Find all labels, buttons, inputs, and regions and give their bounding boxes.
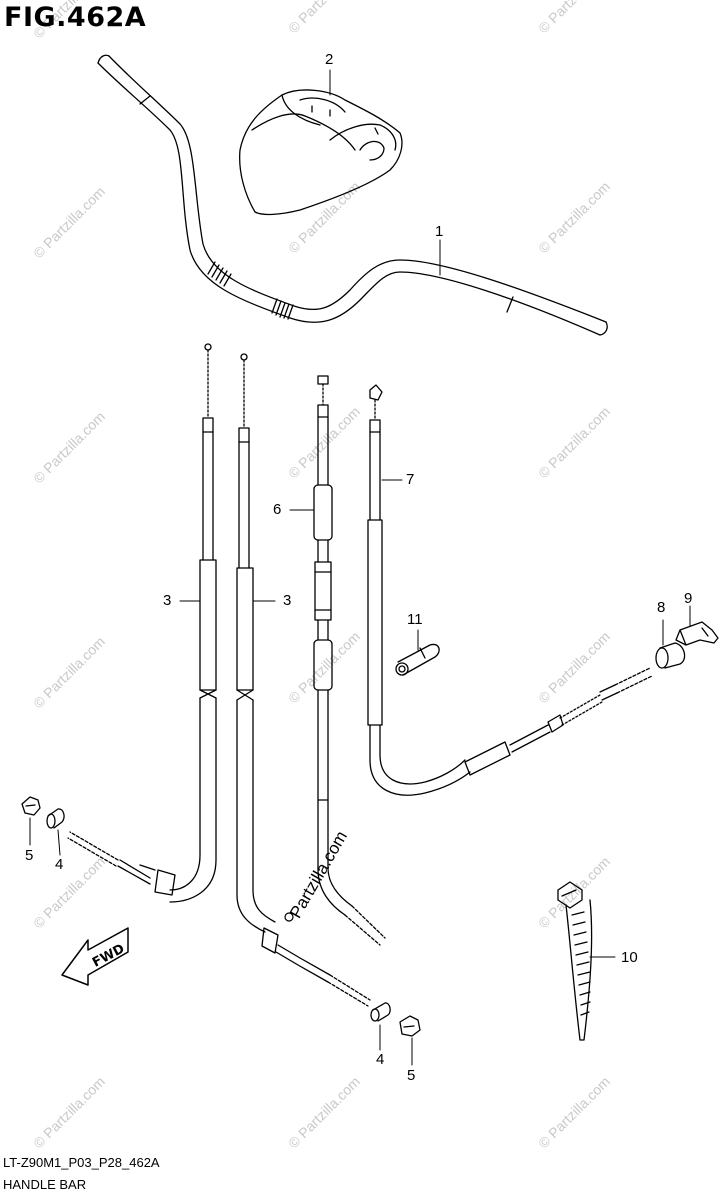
cable-clip [675,621,719,646]
throttle-cable-left [67,343,217,903]
leader-lines [29,69,691,1066]
brake-cable [367,384,653,796]
handlebar [97,54,608,336]
handlebar-cover [239,89,403,216]
figure-title: FIG.462A [4,2,147,33]
callout-8[interactable]: 8 [657,599,666,616]
callout-4-right[interactable]: 4 [376,1051,385,1068]
cable-tie [557,881,593,1041]
stamp-circle [284,912,294,922]
callout-2[interactable]: 2 [325,51,334,68]
callout-5-right[interactable]: 5 [407,1067,416,1084]
adjuster-nut-left [21,796,41,816]
throttle-cable-right [236,353,371,1007]
cable-end-right [370,1002,391,1022]
callout-5-left[interactable]: 5 [25,847,34,864]
callout-9[interactable]: 9 [684,590,693,607]
figure-code: LT-Z90M1_P03_P28_462A [3,1155,160,1170]
cable-joint [655,642,686,669]
figure-name: HANDLE BAR [3,1177,87,1192]
callout-1[interactable]: 1 [435,223,444,240]
callout-3-left[interactable]: 3 [163,592,172,609]
callout-11[interactable]: 11 [407,611,423,628]
adjuster-nut-right [399,1015,421,1037]
sleeve [395,643,440,676]
callout-3-right[interactable]: 3 [283,592,292,609]
callout-6[interactable]: 6 [273,501,282,518]
cable-end-left [46,808,65,829]
callout-7[interactable]: 7 [406,471,415,488]
callout-4-left[interactable]: 4 [55,856,64,873]
choke-cable [313,375,386,946]
forward-arrow [61,927,129,986]
callout-10[interactable]: 10 [621,949,638,966]
